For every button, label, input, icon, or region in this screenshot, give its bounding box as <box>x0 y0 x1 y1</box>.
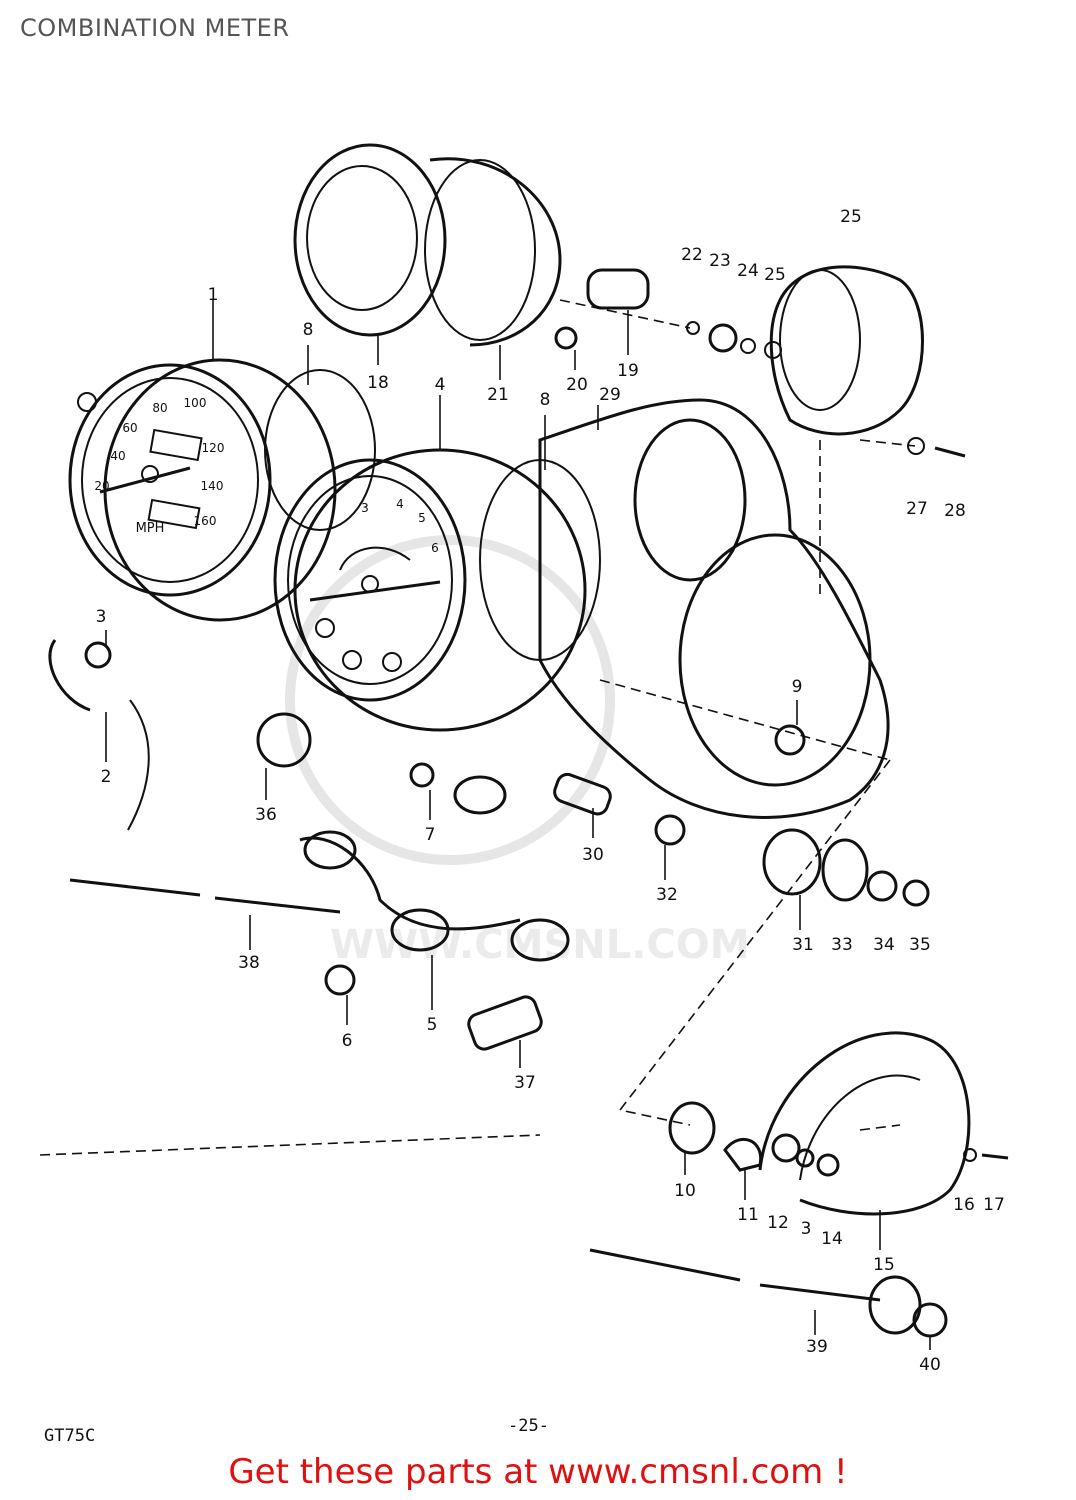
callout-29: 29 <box>599 385 621 405</box>
gasket-right <box>479 459 601 661</box>
callout-23: 23 <box>709 251 731 271</box>
washer-34 <box>866 870 898 902</box>
tachometer-gauge <box>273 448 587 732</box>
washer-32 <box>654 814 686 846</box>
instrument-housing <box>538 398 890 819</box>
page-title: COMBINATION METER <box>20 14 290 42</box>
bracket-11 <box>723 1137 763 1172</box>
callout-33: 33 <box>831 935 853 955</box>
callout-22: 22 <box>681 245 703 265</box>
callout-14: 14 <box>821 1229 843 1249</box>
callout-9: 9 <box>792 677 803 697</box>
svg-text:80: 80 <box>152 401 167 415</box>
callout-12: 12 <box>767 1213 789 1233</box>
callout-1: 1 <box>208 285 219 305</box>
speedometer-gauge <box>68 358 337 622</box>
svg-text:4: 4 <box>396 497 404 511</box>
leader-lines <box>105 300 931 1350</box>
washer-40 <box>912 1302 948 1338</box>
nut-7 <box>409 762 435 788</box>
svg-text:140: 140 <box>201 479 224 493</box>
assembly-lines <box>39 299 916 1156</box>
callout-20: 20 <box>566 375 588 395</box>
svg-text:5: 5 <box>418 511 426 525</box>
callout-8a: 8 <box>303 320 314 340</box>
washer-33 <box>821 838 869 902</box>
callout-7: 7 <box>425 825 436 845</box>
damper-31 <box>762 828 822 896</box>
callout-17: 17 <box>983 1195 1005 1215</box>
speedometer-unit: MPH <box>136 521 165 536</box>
svg-text:120: 120 <box>202 441 225 455</box>
callout-32: 32 <box>656 885 678 905</box>
bolt-20 <box>554 326 578 350</box>
callout-34: 34 <box>873 935 895 955</box>
parts-banner-link[interactable]: Get these parts at www.cmsnl.com ! <box>228 1452 848 1492</box>
svg-text:60: 60 <box>122 421 137 435</box>
callout-21: 21 <box>487 385 509 405</box>
speedometer-scale: 20 40 60 80 100 120 140 160 MPH <box>94 396 224 536</box>
socket-cluster-5 <box>299 836 521 931</box>
callout-25b: 25 <box>840 207 862 227</box>
grommet-36 <box>256 712 312 768</box>
callout-30: 30 <box>582 845 604 865</box>
svg-text:3: 3 <box>361 501 369 515</box>
callout-28: 28 <box>944 501 966 521</box>
bolt-30 <box>553 772 612 816</box>
screw-28 <box>934 446 966 458</box>
callout-3: 3 <box>96 607 107 627</box>
callout-40: 40 <box>919 1355 941 1375</box>
callout-24: 24 <box>737 261 759 281</box>
nut-3 <box>84 641 112 669</box>
bushing-9 <box>774 724 806 756</box>
svg-text:20: 20 <box>94 479 109 493</box>
callout-39: 39 <box>806 1337 828 1357</box>
callout-4: 4 <box>435 375 446 395</box>
svg-text:6: 6 <box>431 541 439 555</box>
svg-text:100: 100 <box>184 396 207 410</box>
model-code: GT75C <box>44 1426 96 1446</box>
indicator-gauge <box>293 143 562 347</box>
callout-35: 35 <box>909 935 931 955</box>
callout-11: 11 <box>737 1205 759 1225</box>
callout-2: 2 <box>101 767 112 787</box>
callout-15: 15 <box>873 1255 895 1275</box>
callout-16: 16 <box>953 1195 975 1215</box>
bulb-socket-19 <box>586 268 650 310</box>
switch-37 <box>467 995 543 1051</box>
svg-text:40: 40 <box>110 449 125 463</box>
svg-text:160: 160 <box>194 514 217 528</box>
page-number: -25- <box>508 1416 549 1436</box>
callout-6: 6 <box>342 1031 353 1051</box>
gasket-left <box>264 369 376 531</box>
watermark-stamp <box>285 535 615 865</box>
cable-39 <box>589 1248 881 1302</box>
callout-31: 31 <box>792 935 814 955</box>
small-parts <box>48 268 1009 1338</box>
callout-38: 38 <box>238 953 260 973</box>
callout-37: 37 <box>514 1073 536 1093</box>
screw-17 <box>981 1153 1009 1160</box>
callout-18: 18 <box>367 373 389 393</box>
callout-25a: 25 <box>764 265 786 285</box>
callout-13: 3 <box>801 1219 812 1239</box>
meter-shell <box>758 1031 971 1216</box>
tachometer-scale: 3 4 5 6 <box>361 497 439 555</box>
wire-2 <box>48 639 91 712</box>
top-right-cover <box>769 265 924 436</box>
callout-5: 5 <box>427 1015 438 1035</box>
callout-labels: 1 2 3 4 5 6 7 8 8 9 10 11 12 3 14 15 16 … <box>96 207 1005 1375</box>
nut-35 <box>902 879 930 907</box>
cable-38 <box>69 878 341 914</box>
callout-36: 36 <box>255 805 277 825</box>
nut-6 <box>324 964 356 996</box>
callout-19: 19 <box>617 361 639 381</box>
bulb-10 <box>668 1101 716 1155</box>
callout-27: 27 <box>906 499 928 519</box>
callout-10: 10 <box>674 1181 696 1201</box>
callout-8b: 8 <box>540 390 551 410</box>
